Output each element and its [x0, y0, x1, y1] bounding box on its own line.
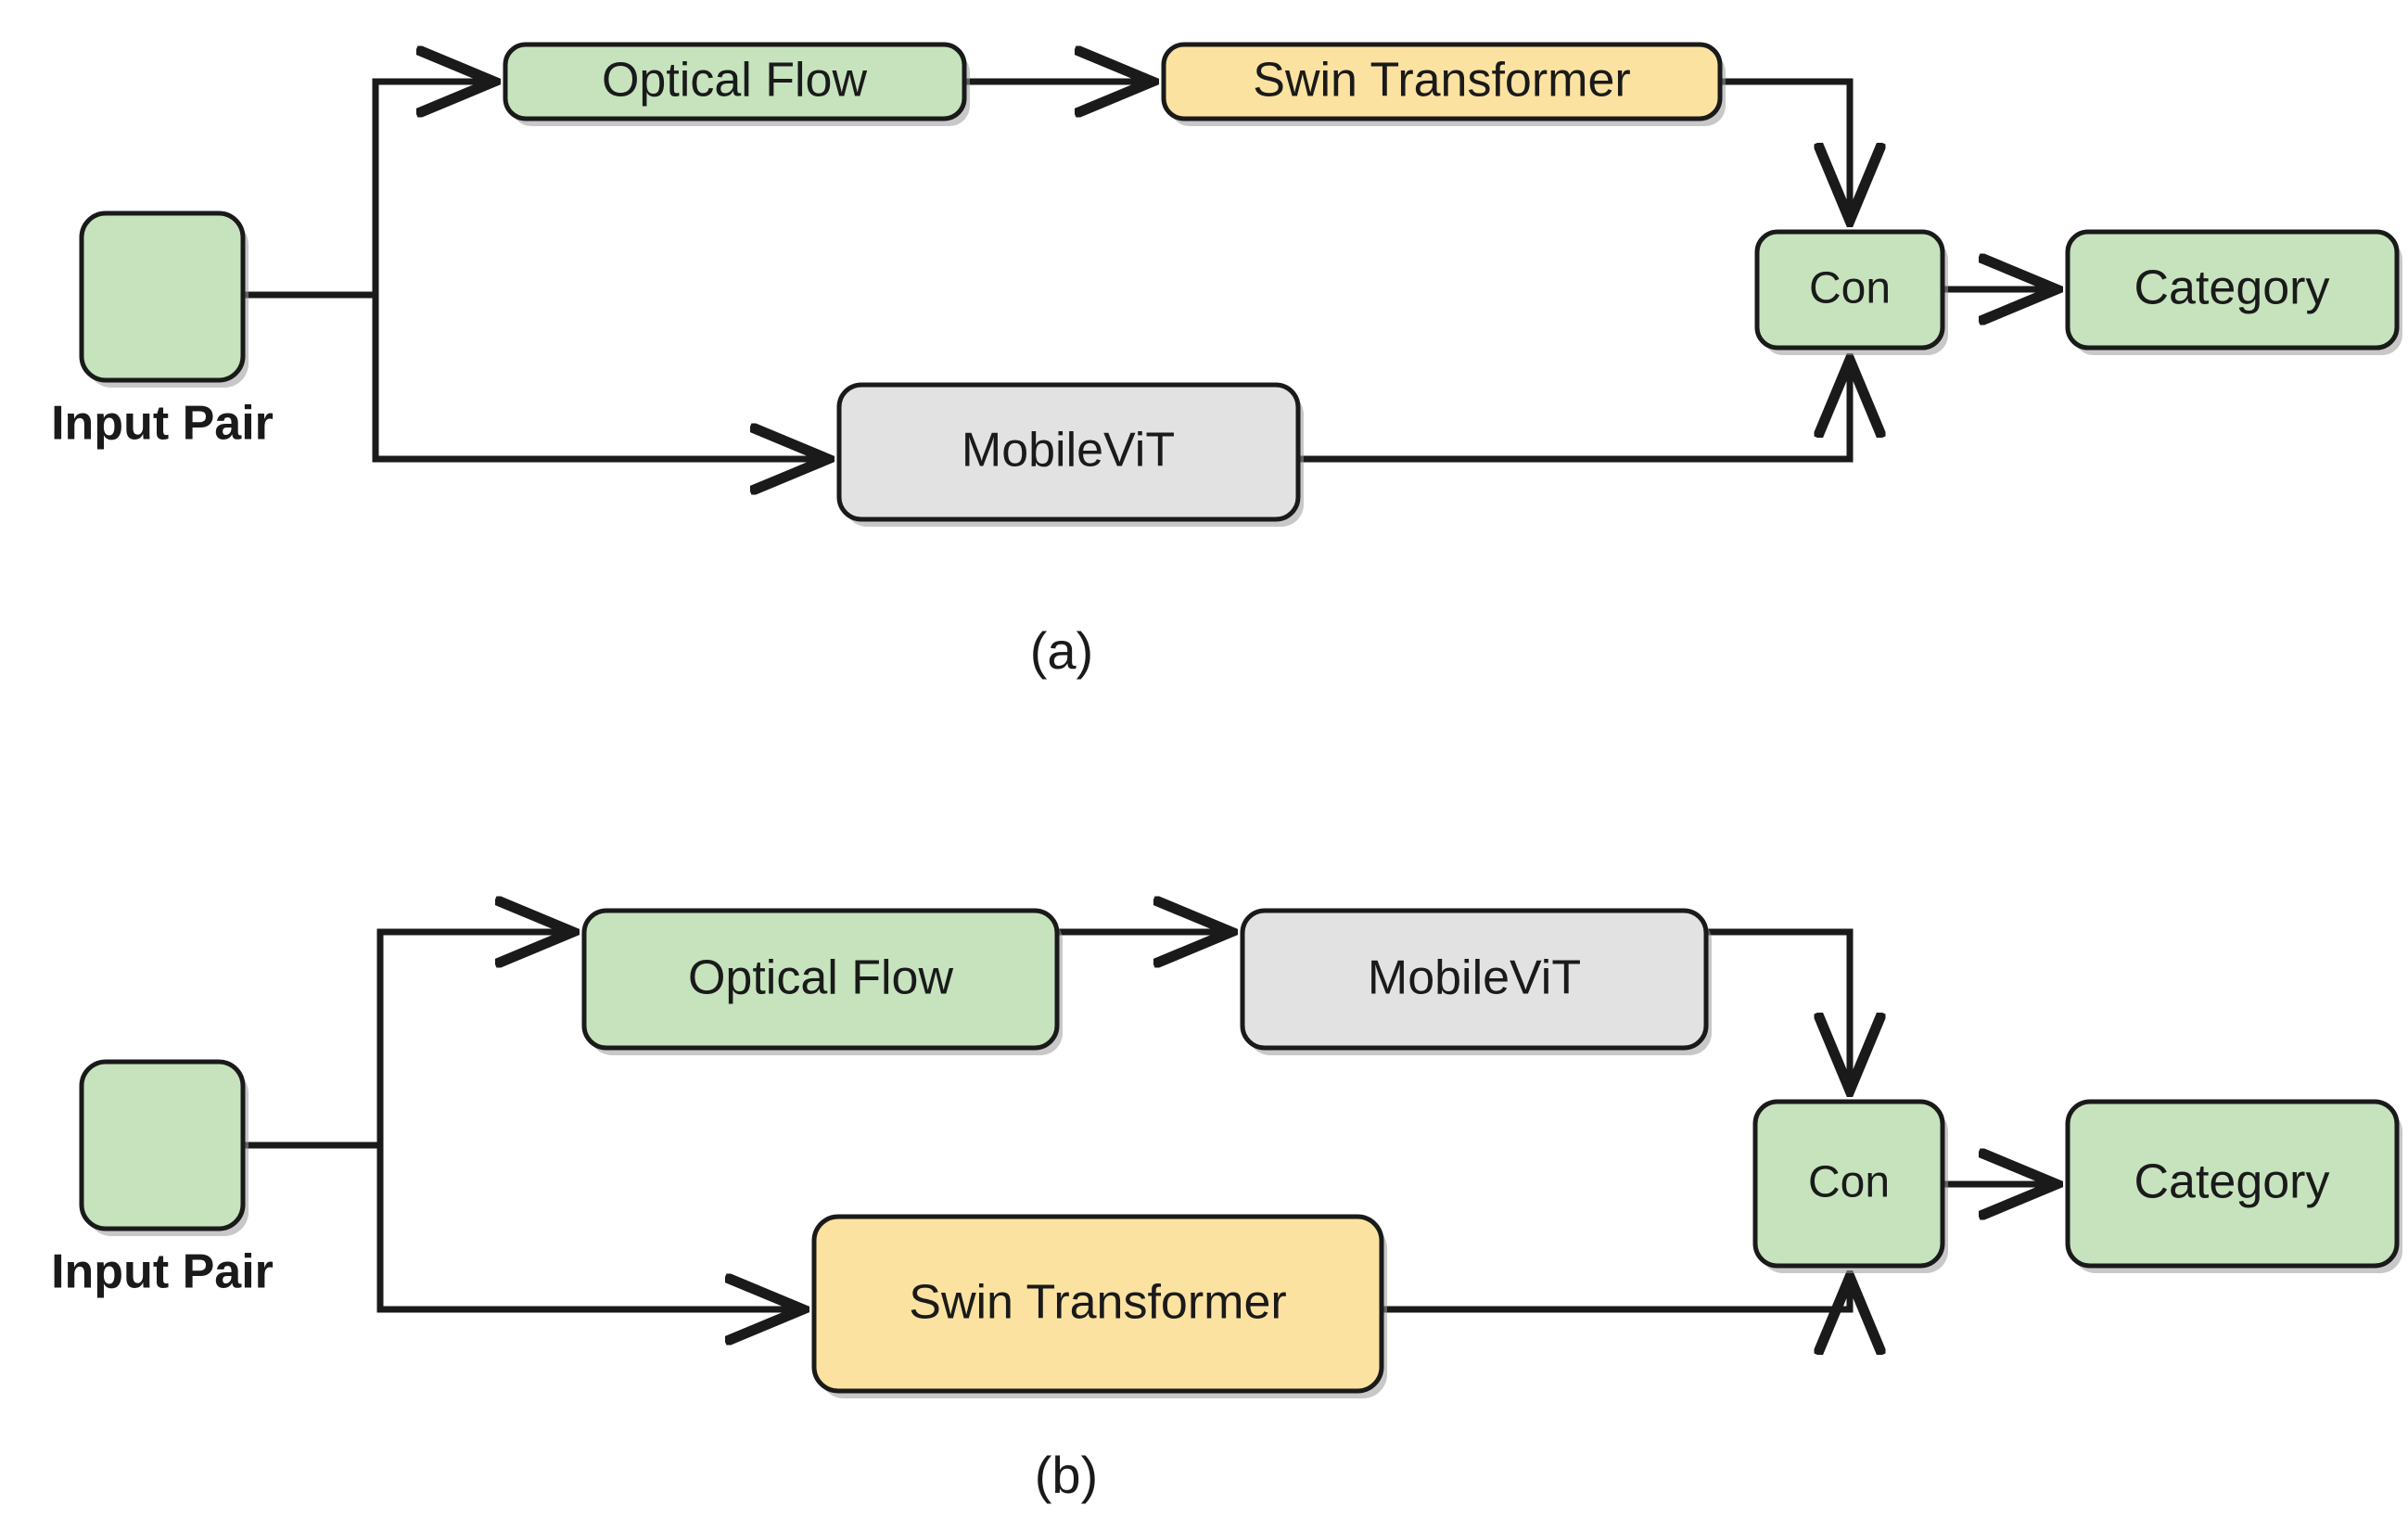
caption-panel-b: (b): [1035, 1446, 1098, 1504]
node-body: [79, 1059, 246, 1231]
edge-swin-to-con-a: [1716, 78, 1850, 221]
node-con-a[interactable]: Con: [1754, 229, 1948, 355]
edge-mobilevit-to-con-b: [1702, 928, 1850, 1091]
node-body: [79, 211, 246, 383]
edge-mobilevit-to-con-a: [1294, 360, 1850, 463]
node-con-b[interactable]: Con: [1752, 1099, 1948, 1273]
label-input-pair-a: Input Pair: [51, 397, 274, 451]
panel-b: Input Pair Optical Flow MobileViT Swin T…: [51, 911, 2402, 1504]
node-body: [581, 908, 1060, 1051]
node-swin-transformer-a[interactable]: Swin Transformer: [1161, 42, 1726, 126]
panel-a-edges: [239, 78, 2057, 463]
node-body: [811, 1214, 1384, 1394]
node-label-swin-transformer-b: Swin Transformer: [909, 1276, 1286, 1330]
node-input-pair-a[interactable]: [79, 211, 248, 388]
node-label-swin-transformer-a: Swin Transformer: [1253, 54, 1630, 108]
node-label-category-b: Category: [2134, 1155, 2330, 1209]
node-body: [1752, 1099, 1945, 1269]
panel-a: Input Pair Optical Flow Swin Transformer…: [51, 42, 2402, 680]
node-category-b[interactable]: Category: [2065, 1099, 2402, 1273]
edge-swin-to-con-b: [1378, 1277, 1850, 1309]
node-mobilevit-b[interactable]: MobileViT: [1240, 908, 1712, 1055]
node-category-a[interactable]: Category: [2065, 229, 2402, 355]
caption-panel-a: (a): [1030, 621, 1093, 680]
node-body: [836, 382, 1301, 522]
node-label-mobilevit-b: MobileViT: [1368, 951, 1581, 1005]
node-optical-flow-b[interactable]: Optical Flow: [581, 908, 1063, 1055]
node-body: [2065, 1099, 2400, 1269]
node-body: [1240, 908, 1709, 1051]
node-label-category-a: Category: [2134, 262, 2330, 315]
node-body: [503, 42, 967, 121]
node-label-mobilevit-a: MobileViT: [962, 424, 1175, 478]
node-swin-transformer-b[interactable]: Swin Transformer: [811, 1214, 1387, 1398]
node-input-pair-b[interactable]: [79, 1059, 248, 1236]
panel-b-edges: [239, 928, 2057, 1309]
node-mobilevit-a[interactable]: MobileViT: [836, 382, 1304, 527]
node-label-con-a: Con: [1809, 264, 1891, 313]
node-optical-flow-a[interactable]: Optical Flow: [503, 42, 970, 126]
node-label-optical-flow-b: Optical Flow: [688, 951, 954, 1005]
node-label-con-b: Con: [1808, 1158, 1890, 1207]
label-input-pair-b: Input Pair: [51, 1245, 274, 1299]
node-body: [1161, 42, 1723, 121]
node-body: [2065, 229, 2400, 351]
node-body: [1754, 229, 1945, 351]
node-label-optical-flow-a: Optical Flow: [602, 54, 868, 108]
